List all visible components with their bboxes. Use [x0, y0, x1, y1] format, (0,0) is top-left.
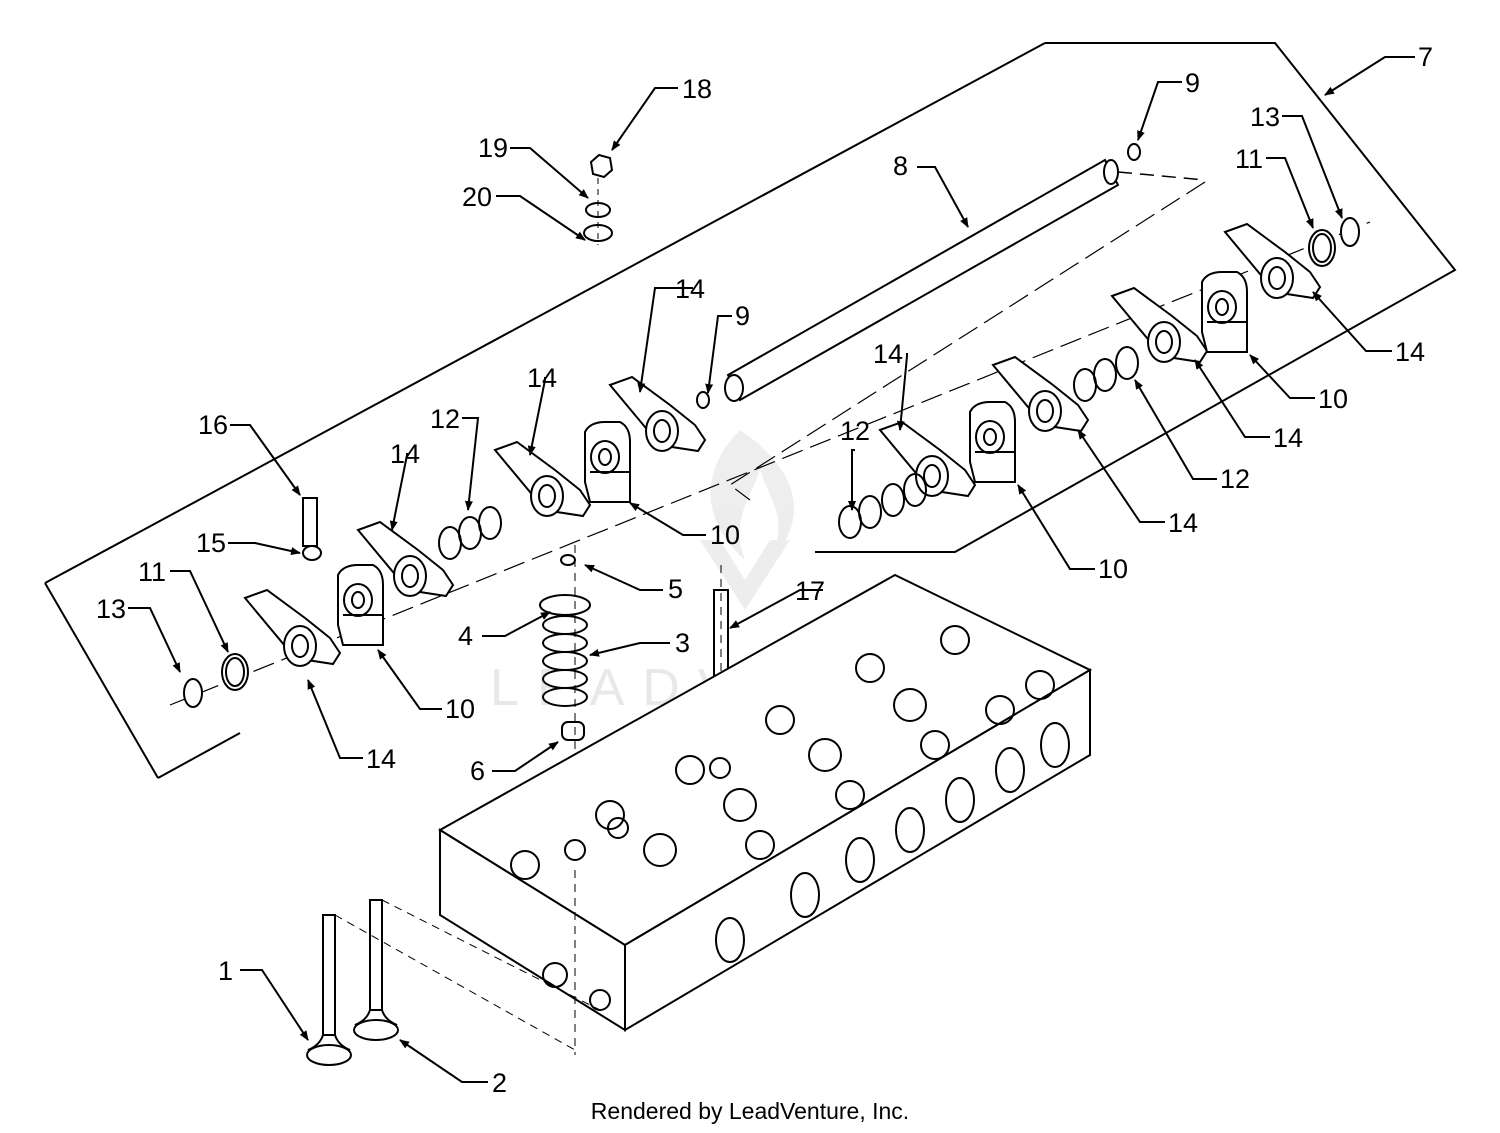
leader-line: [482, 611, 551, 637]
callout-9b: 9: [735, 301, 750, 331]
callout-17: 17: [795, 576, 825, 606]
callout-10b: 10: [710, 520, 740, 550]
footer-credit: Rendered by LeadVenture, Inc.: [590, 1098, 910, 1124]
leader-line: [1017, 484, 1095, 570]
leader-line: [1312, 291, 1392, 352]
callout-leaders: [128, 56, 1415, 1083]
callout-12b: 12: [840, 416, 870, 446]
leader-line: [496, 195, 586, 241]
leader-line: [128, 607, 181, 673]
leader-line: [510, 147, 589, 199]
callout-18: 18: [682, 74, 712, 104]
leader-line: [896, 353, 908, 431]
leader-line: [399, 1039, 488, 1083]
callout-10c: 10: [1098, 554, 1128, 584]
callout-labels: 1 2 3 4 5 6 7 8 9 9 10 10 10 10 11 11 12…: [96, 42, 1433, 1098]
callout-11a: 11: [138, 557, 166, 587]
callout-14e: 14: [873, 339, 903, 369]
leader-line: [462, 417, 480, 511]
callout-12a: 12: [430, 404, 460, 434]
leader-line: [170, 570, 229, 653]
leader-line: [584, 564, 663, 591]
leader-line: [1282, 115, 1343, 219]
leader-line: [729, 589, 823, 629]
callout-10a: 10: [445, 694, 475, 724]
callout-6: 6: [470, 756, 485, 786]
small-parts: [183, 143, 1360, 708]
leader-line: [848, 449, 856, 511]
leader-line: [589, 642, 670, 657]
callout-14g: 14: [1273, 423, 1303, 453]
leader-line: [240, 969, 309, 1041]
leader-line: [1266, 157, 1314, 229]
callout-13a: 13: [96, 594, 126, 624]
callout-1: 1: [218, 956, 233, 986]
leader-line: [705, 315, 732, 394]
leader-line: [230, 424, 301, 496]
callout-19: 19: [478, 133, 508, 163]
leader-line: [228, 542, 301, 555]
callout-5: 5: [668, 574, 683, 604]
leader-line: [611, 87, 678, 151]
leader-line: [629, 502, 706, 536]
callout-20: 20: [462, 182, 492, 212]
leader-line: [1077, 429, 1165, 523]
leader-line: [527, 377, 546, 456]
leader-line: [307, 679, 363, 759]
callout-14c: 14: [527, 363, 557, 393]
leader-line: [1194, 359, 1270, 438]
callout-14a: 14: [366, 744, 396, 774]
rocker-springs: [438, 346, 1139, 560]
callout-9a: 9: [1185, 68, 1200, 98]
cylinder-head: [438, 573, 1093, 1055]
valve-parts: [539, 545, 591, 860]
callout-14h: 14: [1395, 337, 1425, 367]
callout-4: 4: [458, 621, 473, 651]
valves: [306, 899, 601, 1066]
leader-line: [1249, 354, 1315, 399]
callout-16: 16: [198, 410, 228, 440]
callout-10d: 10: [1318, 384, 1348, 414]
leader-line: [1324, 56, 1415, 96]
leader-line: [377, 649, 442, 710]
leader-line: [637, 287, 693, 393]
axis-line-lower: [728, 181, 1206, 501]
callout-14d: 14: [675, 274, 705, 304]
rocker-arms: [243, 222, 1322, 667]
callout-3: 3: [675, 628, 690, 658]
callout-8: 8: [893, 151, 908, 181]
callout-13b: 13: [1250, 102, 1280, 132]
leader-line: [389, 453, 408, 531]
rocker-brackets: [337, 271, 1248, 646]
callout-14b: 14: [390, 439, 420, 469]
callout-7: 7: [1418, 42, 1433, 72]
leader-line: [492, 741, 559, 772]
leader-line: [917, 166, 969, 228]
rocker-assembly-boundary: [44, 42, 1457, 779]
leader-line: [1134, 379, 1217, 480]
callout-11b: 11: [1235, 144, 1263, 174]
callout-12c: 12: [1220, 464, 1250, 494]
callout-2: 2: [492, 1068, 507, 1098]
rocker-shaft: [724, 158, 1206, 402]
callout-15: 15: [196, 528, 226, 558]
leader-line: [1137, 81, 1182, 141]
callout-14f: 14: [1168, 508, 1198, 538]
